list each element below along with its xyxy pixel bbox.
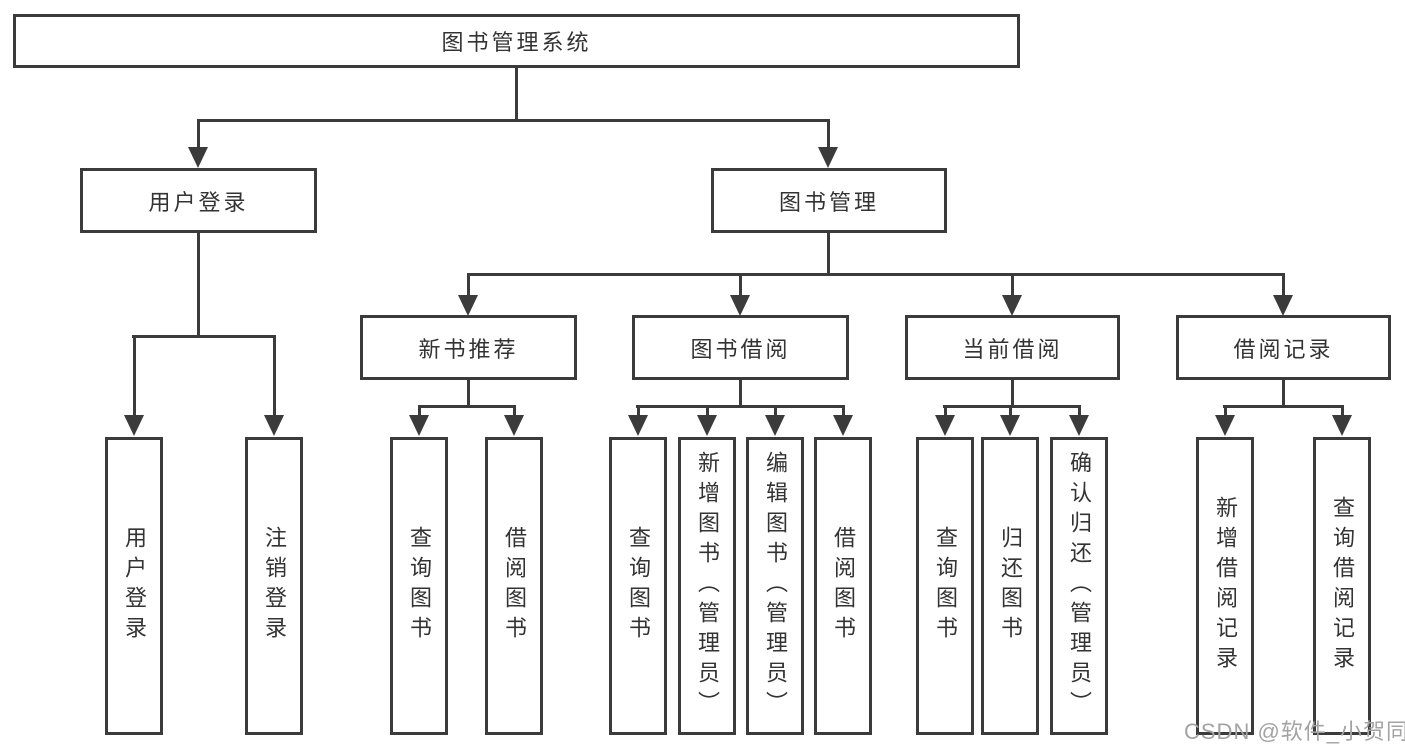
connector-user-login-stem — [197, 233, 200, 337]
connector-current-child2-arrowhead — [1000, 415, 1020, 436]
leaf-recommend-borrow-books: 借阅图书 — [485, 437, 543, 735]
connector-to-records-arrowhead — [1273, 295, 1293, 316]
connector-borrow-child2-arrowhead — [697, 415, 717, 436]
connector-borrow-split — [636, 405, 844, 408]
connector-records-child1-stem — [1224, 405, 1227, 417]
leaf-recommend-query-books-label: 查询图书 — [407, 526, 432, 646]
leaf-add-borrow-record-label: 新增借阅记录 — [1213, 496, 1238, 676]
node-user-login: 用户登录 — [80, 168, 317, 233]
connector-to-leaf-logout-arrowhead — [264, 415, 284, 436]
leaf-current-query-books: 查询图书 — [916, 437, 974, 735]
connector-recommend-child2-stem — [513, 405, 516, 417]
node-new-book-recommend: 新书推荐 — [360, 315, 577, 380]
connector-borrow-child3-stem — [774, 405, 777, 417]
connector-to-current-stem — [1011, 273, 1014, 297]
connector-records-split — [1223, 405, 1343, 408]
connector-current-child1-arrowhead — [935, 415, 955, 436]
connector-to-user-login-arrowhead — [188, 147, 208, 168]
connector-recommend-child1-stem — [418, 405, 421, 417]
connector-records-child1-arrowhead — [1215, 415, 1235, 436]
connector-current-child2-stem — [1009, 405, 1012, 417]
connector-records-child2-arrowhead — [1332, 415, 1352, 436]
leaf-return-books: 归还图书 — [981, 437, 1039, 735]
leaf-current-query-books-label: 查询图书 — [933, 526, 958, 646]
connector-borrow-child3-arrowhead — [765, 415, 785, 436]
leaf-confirm-return-admin-label: 确认归还（管理员） — [1067, 451, 1092, 721]
connector-borrow-child1-stem — [637, 405, 640, 417]
connector-current-split — [943, 405, 1081, 408]
connector-recommend-child2-arrowhead — [504, 415, 524, 436]
leaf-add-books-admin: 新增图书（管理员） — [678, 437, 736, 735]
connector-book-mgmt-split — [467, 273, 1285, 276]
connector-to-leaf-login-stem — [133, 335, 136, 417]
connector-to-borrow-arrowhead — [730, 295, 750, 316]
connector-records-child2-stem — [1341, 405, 1344, 417]
leaf-query-borrow-record: 查询借阅记录 — [1313, 437, 1371, 735]
leaf-add-borrow-record: 新增借阅记录 — [1196, 437, 1254, 735]
connector-to-records-stem — [1282, 273, 1285, 297]
leaf-add-books-admin-label: 新增图书（管理员） — [695, 451, 720, 721]
node-book-borrow: 图书借阅 — [632, 315, 849, 380]
leaf-borrow-query-books-label: 查询图书 — [626, 526, 651, 646]
connector-to-book-mgmt-stem — [827, 119, 830, 151]
connector-to-recommend-stem — [467, 273, 470, 297]
leaf-return-books-label: 归还图书 — [998, 526, 1023, 646]
connector-current-child3-arrowhead — [1069, 415, 1089, 436]
node-borrow-records: 借阅记录 — [1176, 315, 1391, 380]
connector-to-leaf-logout-stem — [273, 335, 276, 417]
leaf-user-login-label: 用户登录 — [122, 526, 147, 646]
csdn-watermark: CSDN @软件_小贺同学 — [1184, 719, 1405, 744]
connector-recommend-stem — [467, 380, 470, 408]
connector-recommend-child1-arrowhead — [409, 415, 429, 436]
leaf-borrow-books: 借阅图书 — [814, 437, 872, 735]
connector-records-stem — [1282, 380, 1285, 408]
connector-current-stem — [1011, 380, 1014, 408]
connector-user-login-split — [132, 335, 276, 338]
connector-to-recommend-arrowhead — [458, 295, 478, 316]
connector-root-stem — [515, 68, 518, 121]
leaf-borrow-books-label: 借阅图书 — [831, 526, 856, 646]
connector-root-split — [197, 119, 830, 122]
node-root-library-system: 图书管理系统 — [13, 14, 1020, 68]
node-book-management: 图书管理 — [711, 168, 947, 233]
connector-recommend-split — [418, 405, 516, 408]
connector-borrow-child1-arrowhead — [628, 415, 648, 436]
leaf-borrow-query-books: 查询图书 — [609, 437, 667, 735]
leaf-logout: 注销登录 — [245, 437, 303, 735]
connector-borrow-stem — [739, 380, 742, 408]
connector-to-current-arrowhead — [1002, 295, 1022, 316]
connector-to-leaf-login-arrowhead — [124, 415, 144, 436]
connector-borrow-child4-stem — [842, 405, 845, 417]
node-current-borrow: 当前借阅 — [905, 315, 1120, 380]
leaf-recommend-borrow-books-label: 借阅图书 — [502, 526, 527, 646]
connector-borrow-child4-arrowhead — [833, 415, 853, 436]
leaf-recommend-query-books: 查询图书 — [390, 437, 448, 735]
connector-current-child3-stem — [1078, 405, 1081, 417]
connector-to-user-login-stem — [197, 119, 200, 151]
leaf-confirm-return-admin: 确认归还（管理员） — [1050, 437, 1108, 735]
leaf-edit-books-admin-label: 编辑图书（管理员） — [763, 451, 788, 721]
connector-to-borrow-stem — [739, 273, 742, 297]
connector-book-mgmt-stem — [827, 233, 830, 275]
connector-to-book-mgmt-arrowhead — [818, 147, 838, 168]
connector-borrow-child2-stem — [706, 405, 709, 417]
leaf-edit-books-admin: 编辑图书（管理员） — [746, 437, 804, 735]
leaf-query-borrow-record-label: 查询借阅记录 — [1330, 496, 1355, 676]
connector-current-child1-stem — [944, 405, 947, 417]
leaf-logout-label: 注销登录 — [262, 526, 287, 646]
leaf-user-login: 用户登录 — [105, 437, 163, 735]
